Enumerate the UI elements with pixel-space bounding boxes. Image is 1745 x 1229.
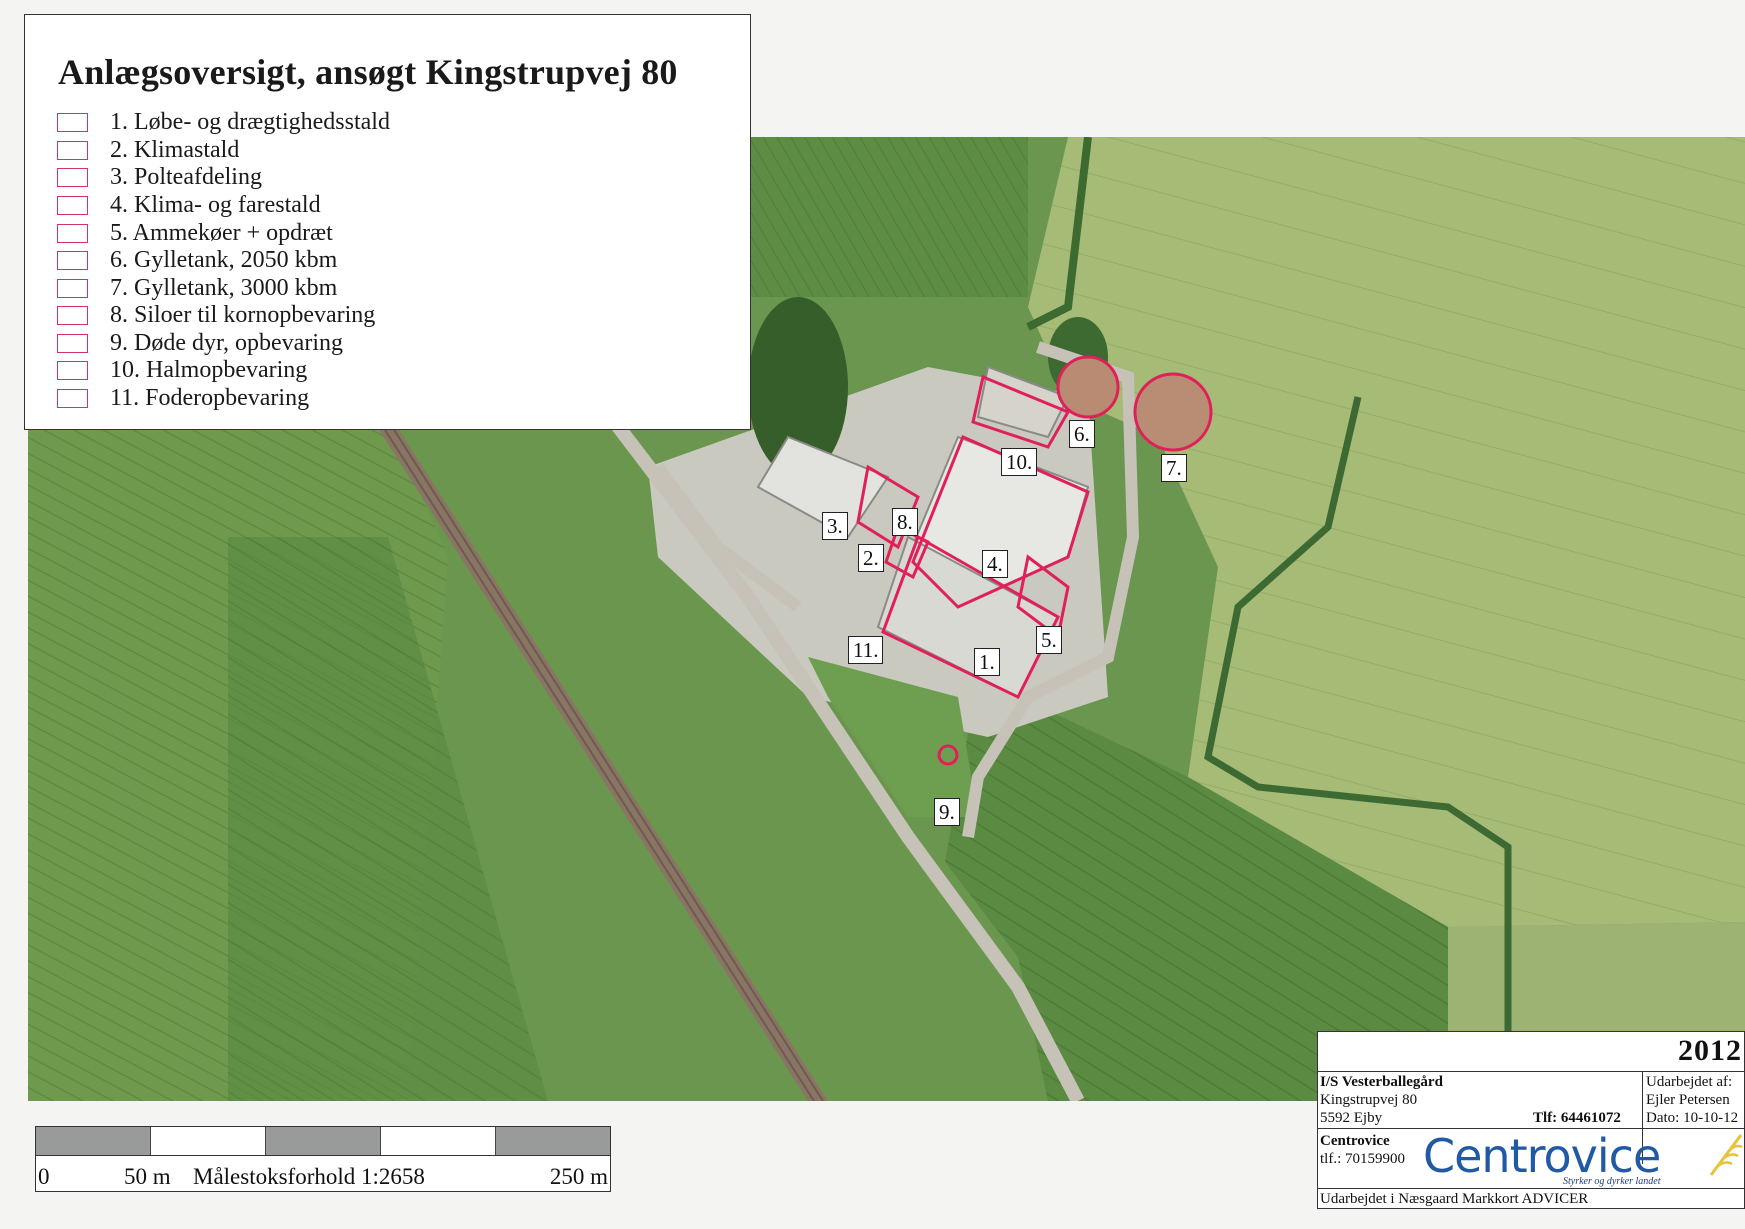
company-phone: tlf.: 70159900 (1320, 1151, 1405, 1167)
legend-swatch (57, 168, 88, 187)
map-label-4[interactable]: 4. (982, 550, 1008, 578)
legend-swatch (57, 306, 88, 325)
title-year: 2012 (1678, 1034, 1742, 1067)
scale-ratio: Målestoksforhold 1:2658 (193, 1164, 425, 1189)
legend-panel: Anlægsoversigt, ansøgt Kingstrupvej 80 1… (24, 14, 751, 430)
legend-item: 9. Døde dyr, opbevaring (57, 330, 343, 357)
centrovice-logo: Centrovice (1423, 1129, 1661, 1183)
scale-strip (36, 1127, 610, 1156)
scale-start: 0 (38, 1164, 50, 1189)
aerial-photo (28, 137, 1745, 1101)
logo-tagline: Styrker og dyrker landet (1563, 1176, 1661, 1187)
map-label-6[interactable]: 6. (1069, 420, 1095, 448)
legend-swatch (57, 389, 88, 408)
company-name: Centrovice (1320, 1133, 1390, 1149)
map-label-11[interactable]: 11. (848, 636, 884, 664)
owner-address: Kingstrupvej 80 (1320, 1092, 1418, 1108)
map-label-9[interactable]: 9. (934, 798, 960, 826)
legend-item: 1. Løbe- og drægtighedsstald (57, 109, 390, 136)
scale-end: 250 m (549, 1164, 608, 1189)
legend-swatch (57, 361, 88, 380)
legend-item: 5. Ammekøer + opdræt (57, 220, 333, 247)
legend-item: 8. Siloer til kornopbevaring (57, 302, 375, 329)
map-label-5[interactable]: 5. (1036, 626, 1062, 654)
map-label-10[interactable]: 10. (1001, 448, 1038, 476)
title-block: 2012 I/S Vesterballegård Kingstrupvej 80… (1317, 1031, 1745, 1209)
map-label-2[interactable]: 2. (858, 544, 884, 572)
footer-note: Udarbejdet i Næsgaard Markkort ADVICER (1320, 1191, 1589, 1207)
legend-item: 10. Halmopbevaring (57, 357, 307, 384)
map-label-1[interactable]: 1. (974, 648, 1000, 676)
legend-item: 3. Polteafdeling (57, 164, 262, 191)
legend-swatch (57, 196, 88, 215)
legend-item: 2. Klimastald (57, 137, 239, 164)
legend-title: Anlægsoversigt, ansøgt Kingstrupvej 80 (58, 52, 678, 92)
legend-item: 6. Gylletank, 2050 kbm (57, 247, 337, 274)
made-by: Ejler Petersen (1646, 1092, 1730, 1108)
legend-swatch (57, 141, 88, 160)
map-label-3[interactable]: 3. (822, 512, 848, 540)
legend-swatch (57, 279, 88, 298)
legend-swatch (57, 224, 88, 243)
owner-phone: Tlf: 64461072 (1533, 1110, 1621, 1126)
made-by-label: Udarbejdet af: (1646, 1074, 1733, 1090)
scale-mid: 50 m (124, 1164, 171, 1189)
legend-item: 7. Gylletank, 3000 kbm (57, 275, 337, 302)
date: Dato: 10-10-12 (1646, 1110, 1739, 1126)
owner-name: I/S Vesterballegård (1320, 1074, 1443, 1090)
legend-swatch (57, 251, 88, 270)
owner-city: 5592 Ejby (1320, 1110, 1383, 1126)
legend-swatch (57, 334, 88, 353)
wheat-icon (1709, 1134, 1743, 1176)
legend-item: 4. Klima- og farestald (57, 192, 321, 219)
aerial-map[interactable] (28, 137, 1745, 1101)
legend-item: 11. Foderopbevaring (57, 385, 309, 412)
scale-bar: 0 50 m Målestoksforhold 1:2658 250 m (35, 1126, 611, 1192)
legend-swatch (57, 113, 88, 132)
map-label-8[interactable]: 8. (892, 508, 918, 536)
map-label-7[interactable]: 7. (1161, 454, 1187, 482)
